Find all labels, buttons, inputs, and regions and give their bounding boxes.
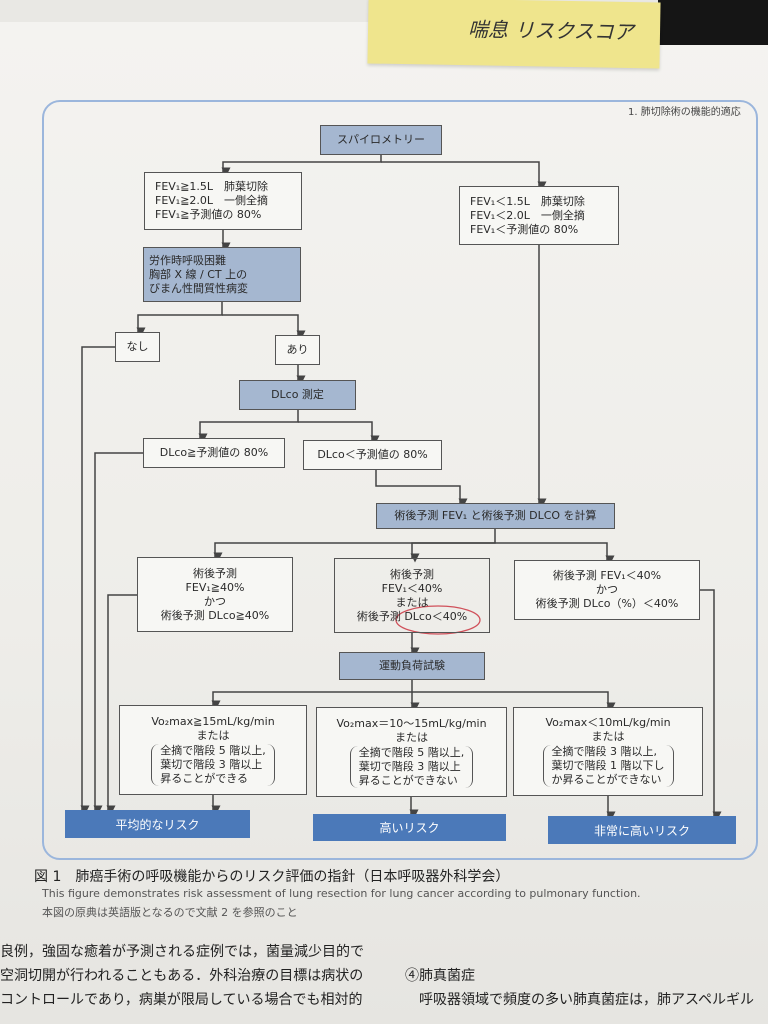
node-text: か昇ることができない (551, 773, 662, 786)
node-vo2-low: Vo₂max＜10mL/kg/min または 全摘で階段 3 階以上, 葉切で階… (513, 707, 703, 796)
node-text: DLco 測定 (271, 388, 324, 401)
body-line: 空洞切開が行われることもある．外科治療の目標は病状の (0, 968, 364, 984)
risk-high: 高いリスク (313, 814, 506, 841)
node-text: 術後予測 DLco（%）＜40% (535, 597, 679, 610)
node-text: Vo₂max＝10～15mL/kg/min (336, 716, 487, 730)
node-text: DLco＜予測値の 80% (317, 448, 428, 461)
body-line: 良例，強固な癒着が予測される症例では，菌量減少目的で (0, 944, 364, 960)
node-dlco-low: DLco＜予測値の 80% (303, 440, 442, 470)
connector (381, 161, 547, 191)
figure-caption-english: This figure demonstrates risk assessment… (42, 887, 641, 900)
figure-caption-note: 本図の原典は英語版となるので文献 2 を参照のこと (42, 906, 298, 919)
stair-criteria: 全摘で階段 3 階以上, 葉切で階段 1 階以下し か昇ることができない (542, 745, 674, 787)
node-text: あり (286, 343, 309, 356)
node-dlco-adequate: DLco≧予測値の 80% (143, 438, 285, 468)
node-text: FEV₁≧1.5L 肺葉切除 (155, 180, 269, 193)
risk-average: 平均的なリスク (65, 810, 250, 838)
connector (106, 594, 137, 815)
figure-frame (42, 100, 758, 860)
node-text: または (591, 730, 625, 743)
node-text: 術後予測 (193, 566, 237, 580)
connector (298, 421, 380, 445)
connector (221, 155, 382, 177)
connector (375, 470, 468, 508)
node-text: FEV₁≧予測値の 80% (155, 208, 262, 221)
node-text: Vo₂max＜10mL/kg/min (545, 716, 671, 729)
node-vo2-mid: Vo₂max＝10～15mL/kg/min または 全摘で階段 5 階以上, 葉… (316, 707, 507, 797)
node-text: または (196, 728, 230, 742)
node-text: かつ (204, 594, 226, 608)
node-text: 葉切で階段 3 階以上 (160, 757, 263, 771)
node-dyspnea: 労作時呼吸困難 胸部 X 線 / CT 上の びまん性間質性病変 (143, 247, 301, 302)
figure-caption-title: 図 1 肺癌手術の呼吸機能からのリスク評価の指針（日本呼吸器外科学会） (34, 869, 510, 885)
node-fev-adequate: FEV₁≧1.5L 肺葉切除 FEV₁≧2.0L 一側全摘 FEV₁≧予測値の … (144, 172, 302, 230)
node-text: 運動負荷試験 (379, 659, 445, 672)
node-vo2-high: Vo₂max≧15mL/kg/min または 全摘で階段 5 階以上, 葉切で階… (119, 705, 307, 795)
section-heading: ④肺真菌症 (405, 968, 475, 984)
background-dark (658, 0, 768, 45)
body-text-left: 良例，強固な癒着が予測される症例では，菌量減少目的で 空洞切開が行われることもあ… (0, 940, 385, 1012)
section-header: 1. 肺切除術の機能的適応 (628, 107, 741, 118)
node-ppo-low: 術後予測 FEV₁＜40% かつ 術後予測 DLco（%）＜40% (514, 560, 700, 620)
body-text-right: ④肺真菌症 呼吸器領域で頻度の多い肺真菌症は，肺アスペルギル (405, 964, 768, 1012)
node-text: 術後予測 FEV₁ と術後予測 DLCO を計算 (394, 509, 597, 522)
node-no: なし (115, 332, 160, 362)
connector (700, 589, 722, 821)
node-text: なし (126, 340, 149, 353)
node-text: 全摘で階段 3 階以上, (551, 745, 658, 758)
node-text: FEV₁＜予測値の 80% (470, 222, 579, 236)
handwritten-circle-annotation (395, 605, 481, 635)
node-text: スパイロメトリー (337, 133, 425, 146)
node-text: Vo₂max≧15mL/kg/min (151, 714, 275, 728)
connector (410, 542, 495, 563)
risk-very-high: 非常に高いリスク (548, 816, 736, 844)
connector (80, 346, 115, 815)
node-text: 昇ることができない (358, 773, 458, 787)
connector (93, 452, 143, 815)
node-fev-low: FEV₁＜1.5L 肺葉切除 FEV₁＜2.0L 一側全摘 FEV₁＜予測値の … (459, 186, 619, 245)
node-text: かつ (596, 583, 618, 596)
node-text: DLco≧予測値の 80% (159, 446, 269, 459)
node-text: 術後予測 DLco≧40% (160, 608, 270, 622)
node-text: 全摘で階段 5 階以上, (358, 745, 465, 759)
node-calc-ppo: 術後予測 FEV₁ と術後予測 DLCO を計算 (376, 503, 615, 529)
node-text: FEV₁＜2.0L 一側全摘 (470, 208, 585, 222)
node-ppo-intermediate: 術後予測 FEV₁＜40% または 術後予測 DLco＜40% (334, 558, 490, 633)
node-text: または (395, 595, 429, 609)
node-text: 労作時呼吸困難 (149, 253, 226, 267)
node-text: FEV₁≧40% (185, 580, 245, 594)
node-text: FEV₁＜40% (381, 581, 443, 595)
connector (412, 691, 616, 712)
node-text: 葉切で階段 3 階以上 (358, 759, 461, 773)
node-yes: あり (275, 335, 320, 365)
connector (198, 410, 299, 443)
connector (213, 529, 496, 562)
connector (495, 542, 615, 565)
node-exercise-test: 運動負荷試験 (339, 652, 485, 680)
node-text: 葉切で階段 1 階以下し (551, 759, 665, 772)
node-text: びまん性間質性病変 (149, 281, 248, 295)
body-line: 呼吸器領域で頻度の多い肺真菌症は，肺アスペルギル (419, 992, 755, 1008)
stair-criteria: 全摘で階段 5 階以上, 葉切で階段 3 階以上 昇ることができない (349, 745, 474, 788)
node-text: 術後予測 FEV₁＜40% (552, 569, 662, 582)
node-text: 術後予測 (390, 567, 434, 581)
node-text: 術後予測 DLco＜40% (356, 609, 468, 623)
node-spirometry: スパイロメトリー (320, 125, 442, 155)
node-ppo-adequate: 術後予測 FEV₁≧40% かつ 術後予測 DLco≧40% (137, 557, 293, 632)
connector (211, 680, 413, 710)
connector (136, 302, 223, 337)
node-text: 全摘で階段 5 階以上, (160, 743, 266, 757)
node-text: 昇ることができる (160, 771, 249, 785)
node-text: FEV₁≧2.0L 一側全摘 (155, 194, 269, 207)
node-text: FEV₁＜1.5L 肺葉切除 (470, 194, 585, 208)
node-text: または (395, 730, 428, 744)
node-dlco-measure: DLco 測定 (239, 380, 356, 410)
body-line: コントロールであり，病巣が限局している場合でも相対的 (0, 992, 363, 1008)
node-text: 胸部 X 線 / CT 上の (149, 267, 248, 281)
connector (222, 314, 306, 340)
stair-criteria: 全摘で階段 5 階以上, 葉切で階段 3 階以上 昇ることができる (151, 743, 275, 786)
